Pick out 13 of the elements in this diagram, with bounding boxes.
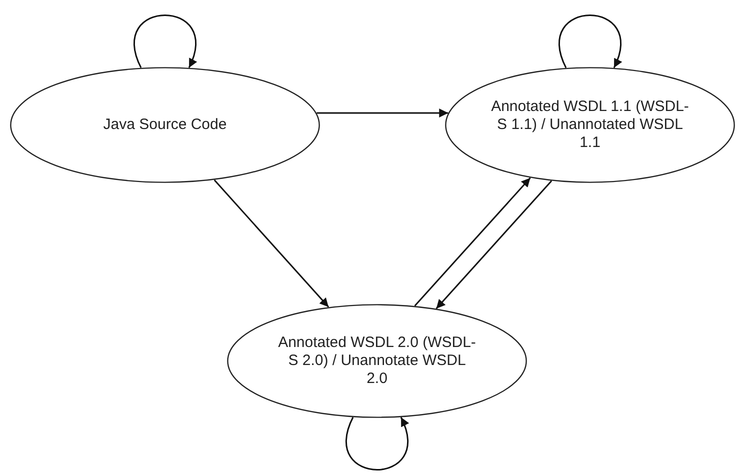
self-loop-arrow <box>346 417 408 470</box>
arrow <box>436 180 552 310</box>
state-ellipse <box>10 67 320 183</box>
arrow <box>316 108 448 118</box>
state-label: Java Source Code <box>102 116 228 134</box>
arrow <box>214 179 330 308</box>
state-label: Annotated WSDL 2.0 (WSDL-S 2.0) / Unannotate WSDL 2.0 <box>277 334 477 388</box>
state-ellipse <box>227 304 527 418</box>
self-loop-arrow <box>134 14 196 68</box>
self-loop-arrow <box>558 14 622 68</box>
state-label: Annotated WSDL 1.1 (WSDL-S 1.1) / Unannotated WSDL 1.1 <box>490 98 690 152</box>
arrow <box>414 177 531 306</box>
state-ellipse <box>445 67 735 183</box>
